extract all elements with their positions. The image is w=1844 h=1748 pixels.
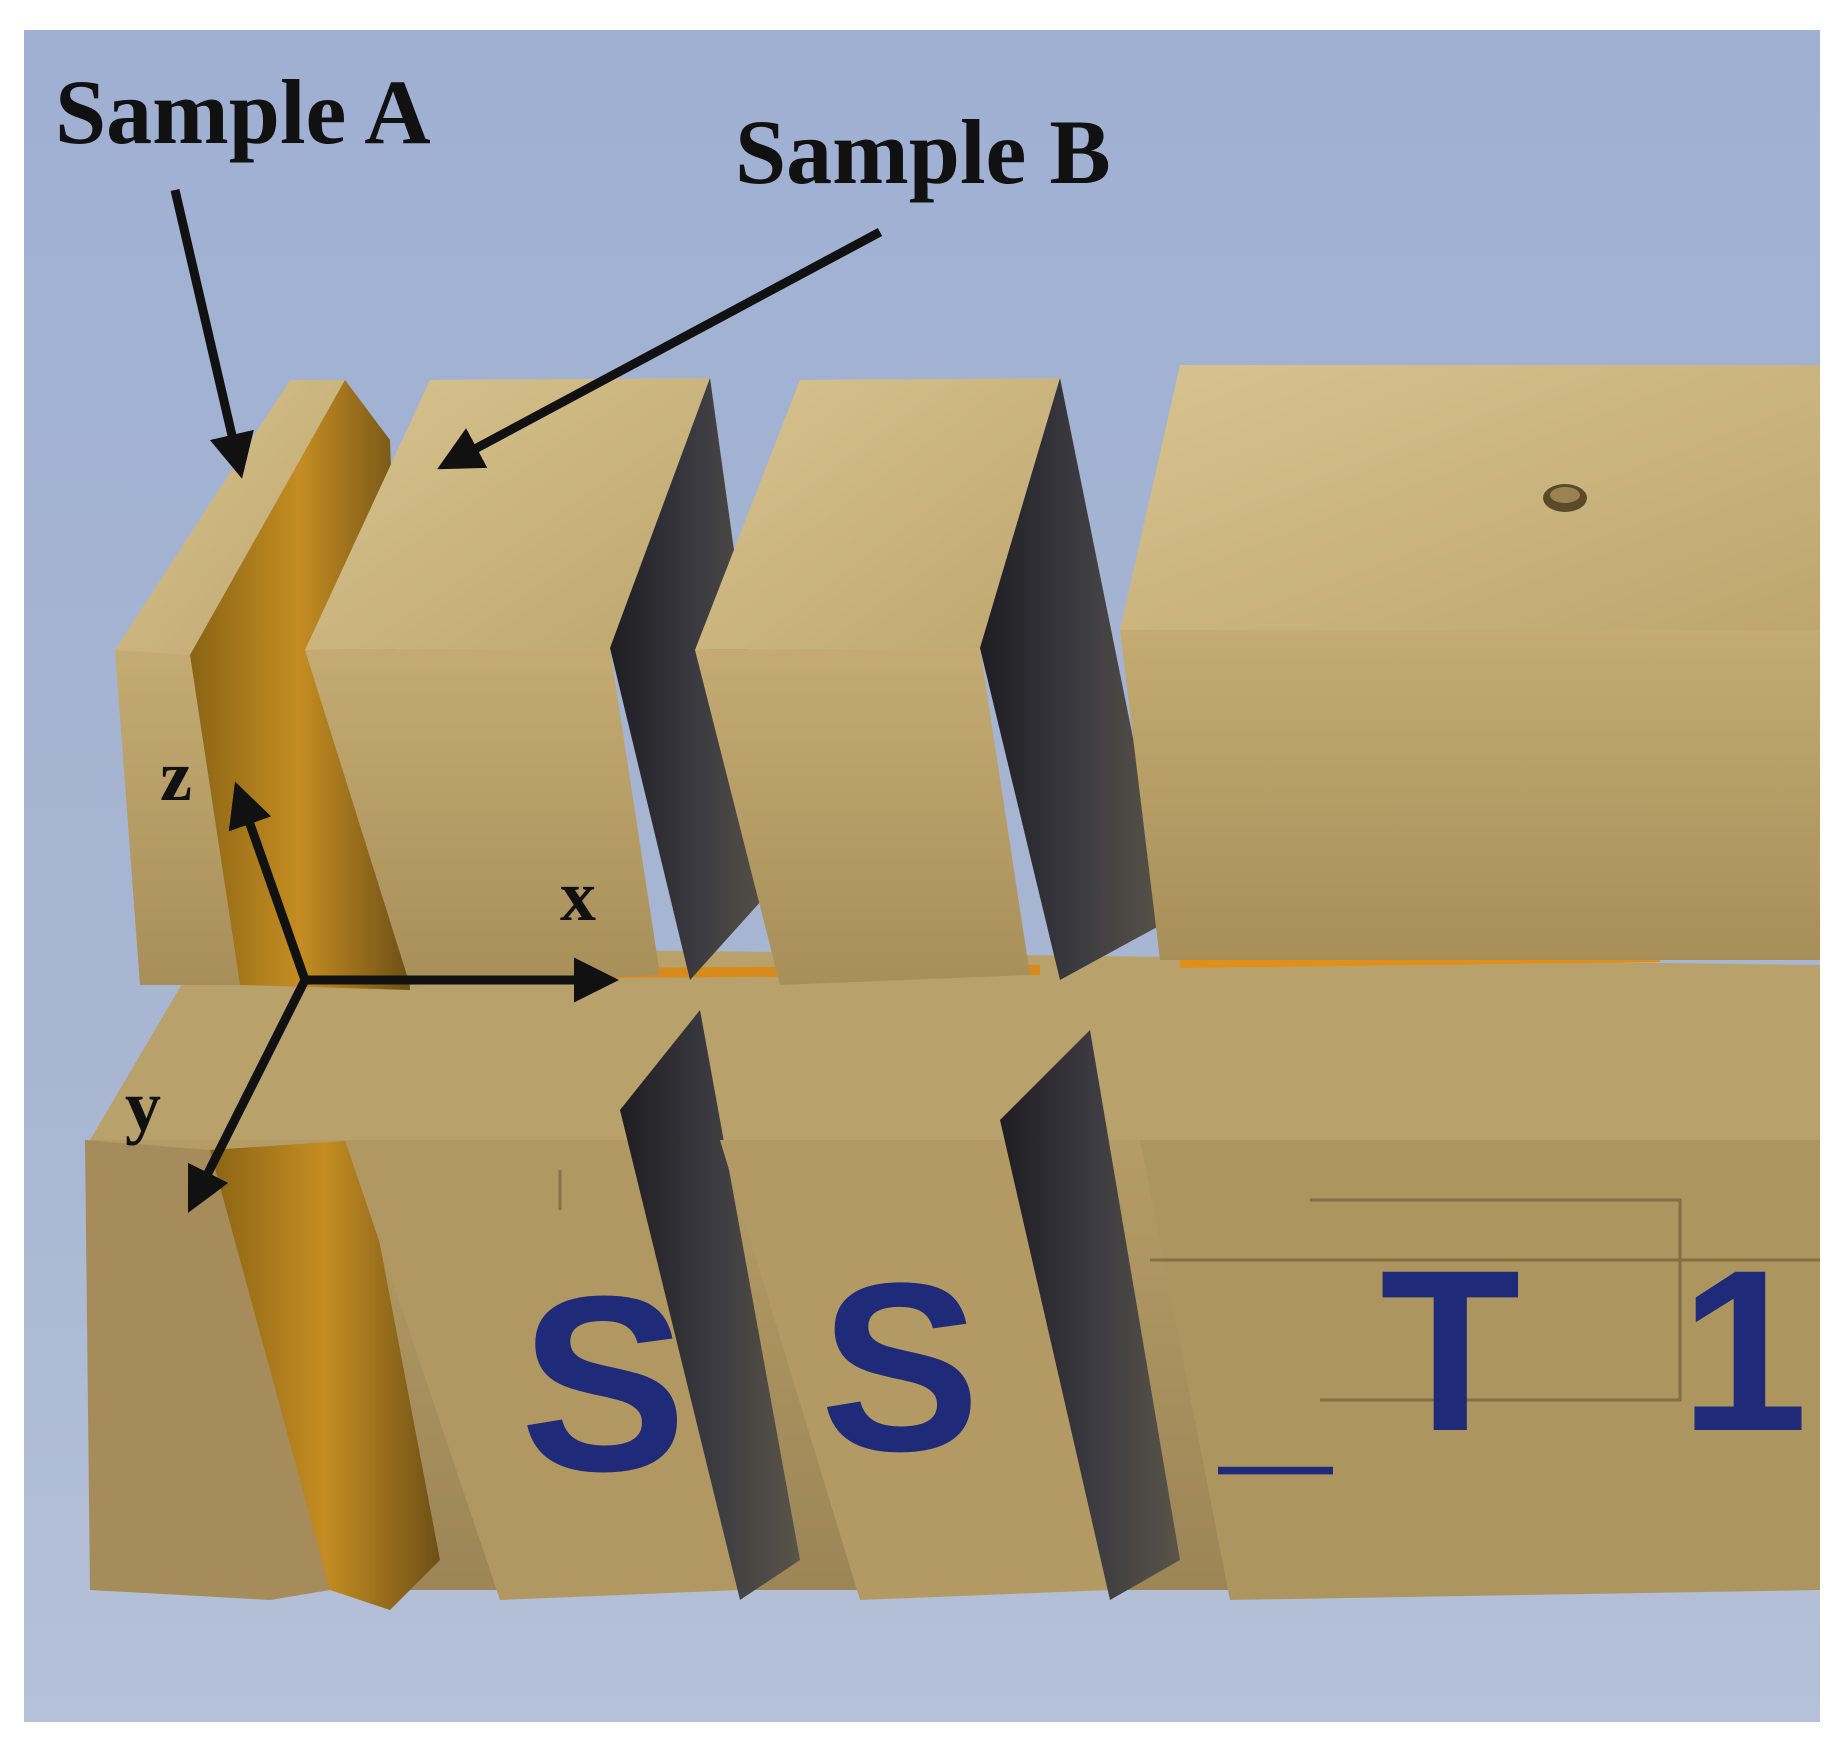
sample-a-label: Sample A [55,61,431,163]
marker-one: 1 [1680,1222,1808,1479]
z-axis-arrow [228,781,310,982]
sample-b [305,378,800,1600]
sample-a [85,380,440,1610]
sample-b-label: Sample B [735,101,1111,203]
x-axis-label: x [560,856,596,936]
z-axis-label: z [160,736,192,816]
coordinate-axes [187,781,619,1214]
callout-arrows [170,188,883,479]
marker-writing: S S _ T 1 [520,1222,1808,1523]
marker-t: T [1380,1222,1521,1479]
sample-c [695,378,1180,1600]
marker-dash: _ [1218,1270,1333,1493]
y-axis-arrow [187,977,310,1214]
sample-a-arrow [170,188,254,479]
marker-s2: S [820,1233,980,1501]
y-axis-label: y [125,1066,161,1146]
remaining-block [1120,365,1820,1600]
sample-b-arrow [437,228,883,470]
marker-s1: S [520,1244,687,1523]
